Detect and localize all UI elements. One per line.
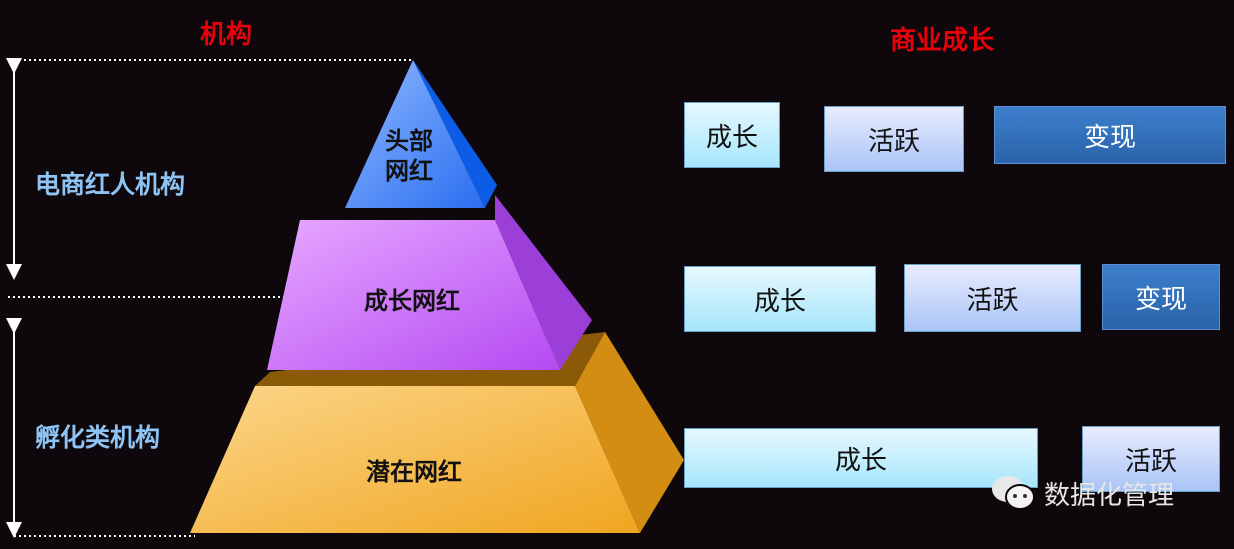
pyramid-middle-tier <box>267 195 592 370</box>
pyramid-top-tier <box>345 60 497 208</box>
watermark-text: 数据化管理 <box>1044 480 1175 511</box>
pyramid-middle-label: 成长网红 <box>364 287 460 315</box>
pyramid-top-line1: 头部 <box>385 127 433 155</box>
label-incubator-institutions: 孵化类机构 <box>35 423 161 452</box>
watermark: 数据化管理 <box>990 473 1174 513</box>
label-ecommerce-institutions: 电商红人机构 <box>35 170 186 199</box>
row1-active-box: 活跃 <box>824 106 964 172</box>
row2-growth-box: 成长 <box>684 266 876 332</box>
title-business-growth: 商业成长 <box>890 26 995 56</box>
wechat-icon <box>992 476 1035 510</box>
title-institutions: 机构 <box>200 20 253 50</box>
pyramid-bottom-label: 潜在网红 <box>366 458 462 486</box>
row1-monetize-box: 变现 <box>994 106 1226 164</box>
dotted-guides <box>8 59 413 537</box>
row3-growth-box: 成长 <box>684 428 1038 488</box>
pyramid-top-line2: 网红 <box>385 157 433 185</box>
row2-active-box: 活跃 <box>904 264 1081 332</box>
row1-growth-box: 成长 <box>684 102 780 168</box>
pyramid-top-label: 头部 网红 <box>385 126 433 186</box>
row2-monetize-box: 变现 <box>1102 264 1220 330</box>
row3-active-box: 活跃 <box>1082 426 1220 492</box>
